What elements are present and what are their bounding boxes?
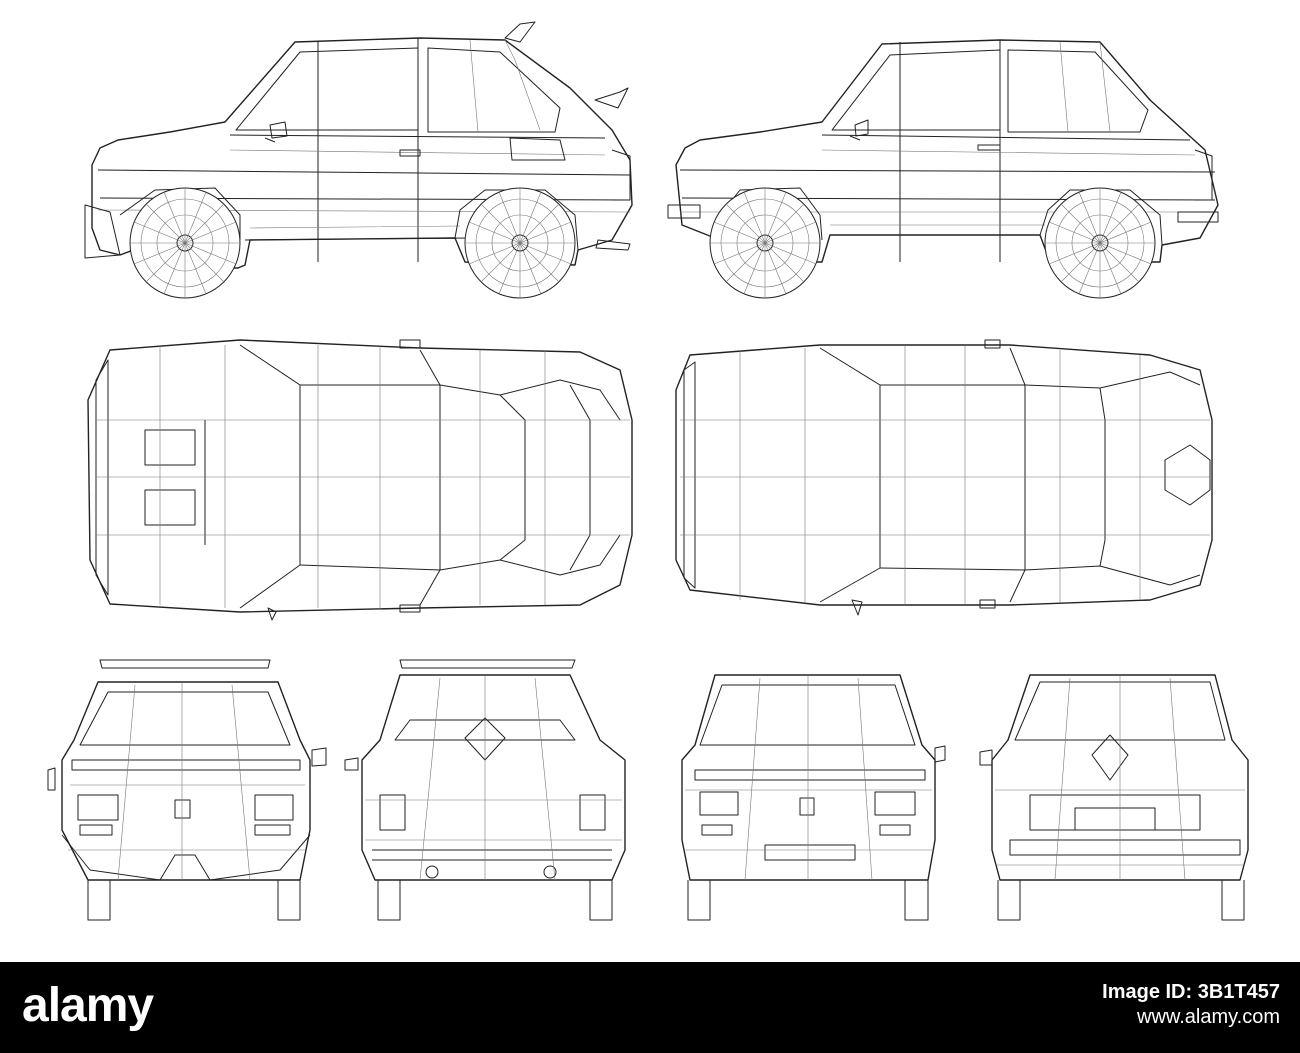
front-view-stock bbox=[681, 674, 946, 921]
side-view-tuned bbox=[84, 21, 633, 299]
front-view-tuned bbox=[47, 659, 327, 921]
top-view-tuned bbox=[87, 339, 633, 621]
car-wireframe-blueprint bbox=[47, 21, 1249, 921]
side-view-stock bbox=[667, 39, 1219, 299]
alamy-logo[interactable]: alamy bbox=[22, 979, 154, 1032]
site-url[interactable]: www.alamy.com bbox=[1137, 1006, 1280, 1028]
image-id: Image ID: 3B1T457 bbox=[1102, 981, 1280, 1003]
image-info: Image ID: 3B1T457 www.alamy.com bbox=[1102, 980, 1280, 1030]
top-view-stock bbox=[675, 339, 1213, 616]
footer-bar: alamy Image ID: 3B1T457 www.alamy.com bbox=[0, 962, 1300, 1053]
rear-view-stock bbox=[979, 674, 1249, 921]
rear-view-tuned bbox=[344, 659, 626, 921]
